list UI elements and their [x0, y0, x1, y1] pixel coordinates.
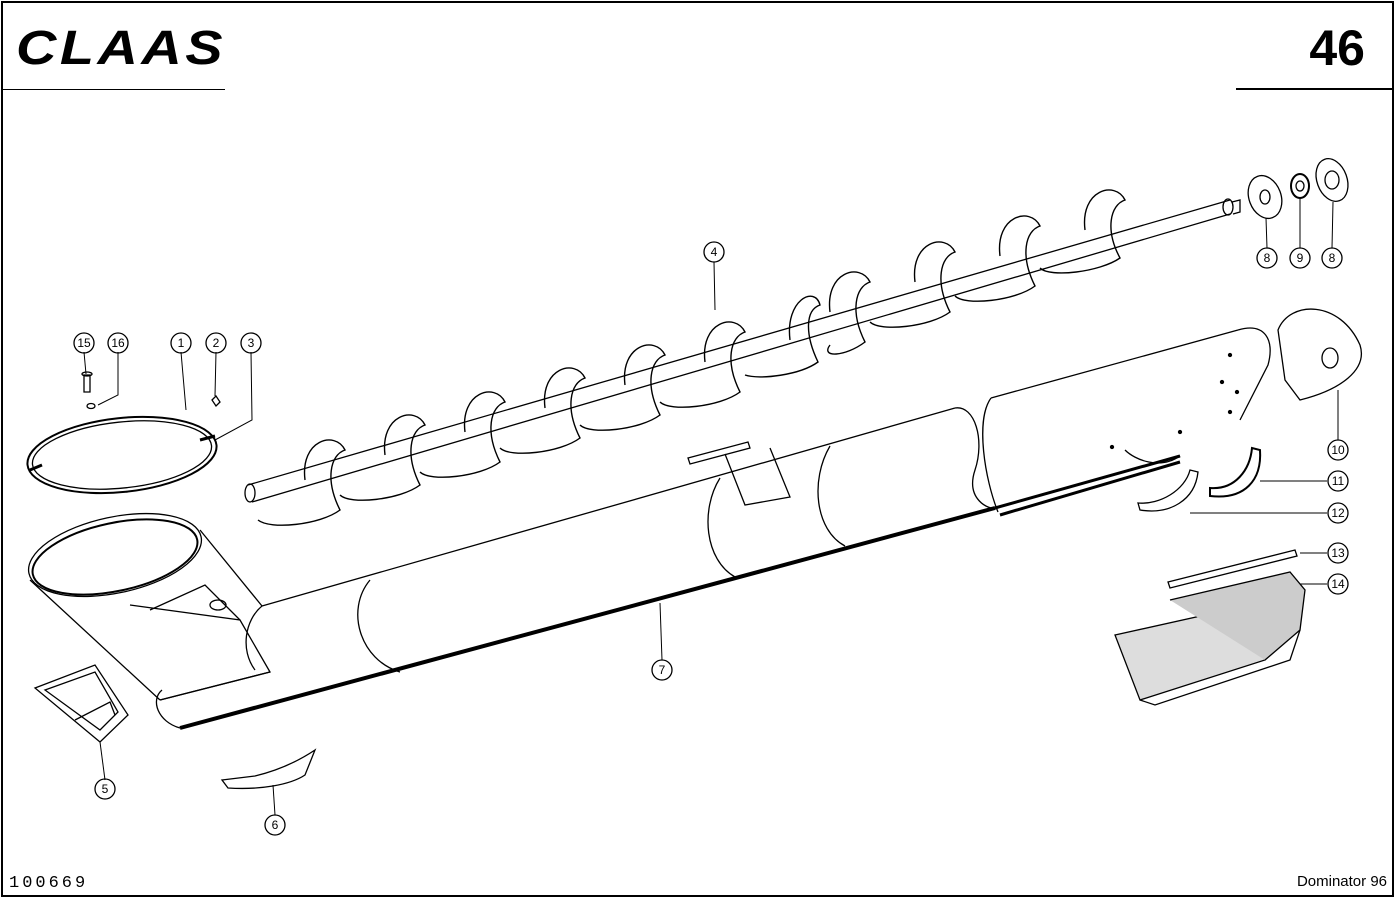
page-number: 46 [1309, 20, 1365, 76]
leader-lines [83, 198, 1339, 816]
inlet-frame [33, 664, 129, 743]
brand-wordmark: CLAAS [16, 24, 226, 70]
svg-text:7: 7 [659, 663, 666, 677]
bearing [1290, 173, 1310, 199]
header-rule-left [3, 89, 225, 90]
auger-tube [155, 327, 1271, 730]
callout-8-right: 8 [1321, 247, 1343, 269]
callout-9: 9 [1289, 247, 1311, 269]
segment-11 [1209, 446, 1262, 498]
callout-2: 2 [205, 332, 227, 354]
auger-shaft [244, 189, 1241, 526]
svg-text:8: 8 [1264, 251, 1271, 265]
callout-15: 15 [73, 332, 95, 354]
svg-text:5: 5 [102, 782, 109, 796]
svg-text:11: 11 [1332, 474, 1345, 488]
callout-8-left: 8 [1256, 247, 1278, 269]
svg-text:10: 10 [1331, 443, 1345, 457]
callout-4: 4 [703, 241, 725, 263]
callout-10: 10 [1327, 439, 1349, 461]
svg-text:4: 4 [711, 245, 718, 259]
callout-11: 11 [1327, 470, 1349, 492]
callout-3: 3 [240, 332, 262, 354]
svg-text:1: 1 [178, 336, 185, 350]
header-rule-right [1236, 88, 1392, 90]
svg-text:2: 2 [213, 336, 220, 350]
cover-14 [1114, 571, 1306, 706]
svg-text:14: 14 [1331, 577, 1345, 591]
callout-14: 14 [1327, 573, 1349, 595]
bearing-flange-left [1247, 174, 1283, 220]
strip-13 [1167, 549, 1298, 589]
svg-text:6: 6 [272, 818, 279, 832]
callout-1: 1 [170, 332, 192, 354]
callout-6: 6 [264, 814, 286, 836]
callout-5: 5 [94, 778, 116, 800]
end-cover [1277, 308, 1362, 401]
svg-text:3: 3 [248, 336, 255, 350]
callout-7: 7 [651, 659, 673, 681]
auger-flights [257, 189, 1126, 526]
svg-text:13: 13 [1331, 546, 1345, 560]
clamp-ring [26, 415, 218, 495]
svg-text:15: 15 [77, 336, 91, 350]
svg-text:16: 16 [111, 336, 125, 350]
svg-text:9: 9 [1297, 251, 1304, 265]
inlet-funnel [27, 512, 271, 701]
callout-12: 12 [1327, 502, 1349, 524]
document-id: 100669 [9, 874, 89, 893]
segment-12 [1137, 469, 1199, 512]
callout-16: 16 [107, 332, 129, 354]
guide-plate [220, 748, 317, 790]
claas-logo: CLAAS [16, 24, 226, 70]
bolt-assembly [81, 371, 221, 410]
bearing-flange-right [1315, 158, 1349, 202]
svg-text:8: 8 [1329, 251, 1336, 265]
svg-text:12: 12 [1331, 506, 1345, 520]
callout-13: 13 [1327, 542, 1349, 564]
model-name: Dominator 96 [1296, 873, 1387, 890]
